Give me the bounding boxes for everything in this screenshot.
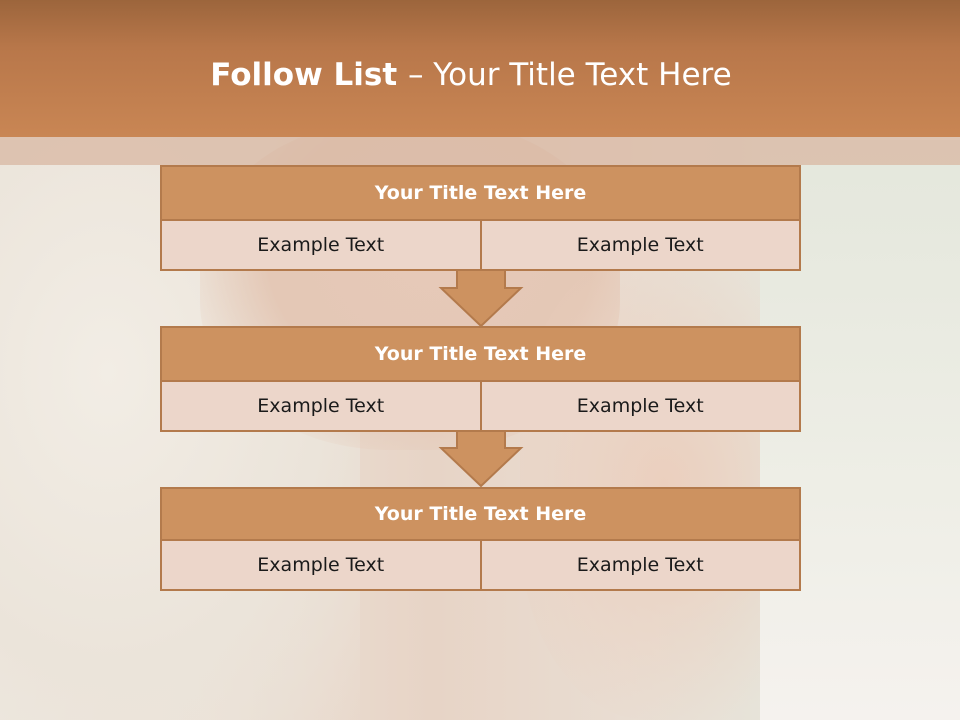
- block-cell-left: Example Text: [160, 541, 482, 591]
- list-block-1: Your Title Text Here Example Text Exampl…: [160, 165, 801, 271]
- block-cell-right: Example Text: [481, 541, 801, 591]
- block-cell-left: Example Text: [160, 221, 482, 271]
- block-row: Example Text Example Text: [160, 221, 801, 271]
- down-arrow-icon: [438, 268, 524, 328]
- block-title: Your Title Text Here: [160, 165, 801, 221]
- block-cell-left: Example Text: [160, 382, 482, 432]
- slide-title-rest: – Your Title Text Here: [407, 57, 732, 93]
- list-block-3: Your Title Text Here Example Text Exampl…: [160, 487, 801, 591]
- list-block-2: Your Title Text Here Example Text Exampl…: [160, 326, 801, 432]
- block-cell-right: Example Text: [481, 382, 801, 432]
- header-band: [0, 0, 960, 137]
- block-title: Your Title Text Here: [160, 326, 801, 382]
- block-row: Example Text Example Text: [160, 382, 801, 432]
- block-cell-right: Example Text: [481, 221, 801, 271]
- down-arrow-icon: [438, 428, 524, 488]
- slide-title: Follow List – Your Title Text Here: [0, 55, 942, 95]
- block-title: Your Title Text Here: [160, 487, 801, 541]
- header-fade-strip: [0, 137, 960, 165]
- block-row: Example Text Example Text: [160, 541, 801, 591]
- slide-title-bold: Follow List: [210, 57, 408, 93]
